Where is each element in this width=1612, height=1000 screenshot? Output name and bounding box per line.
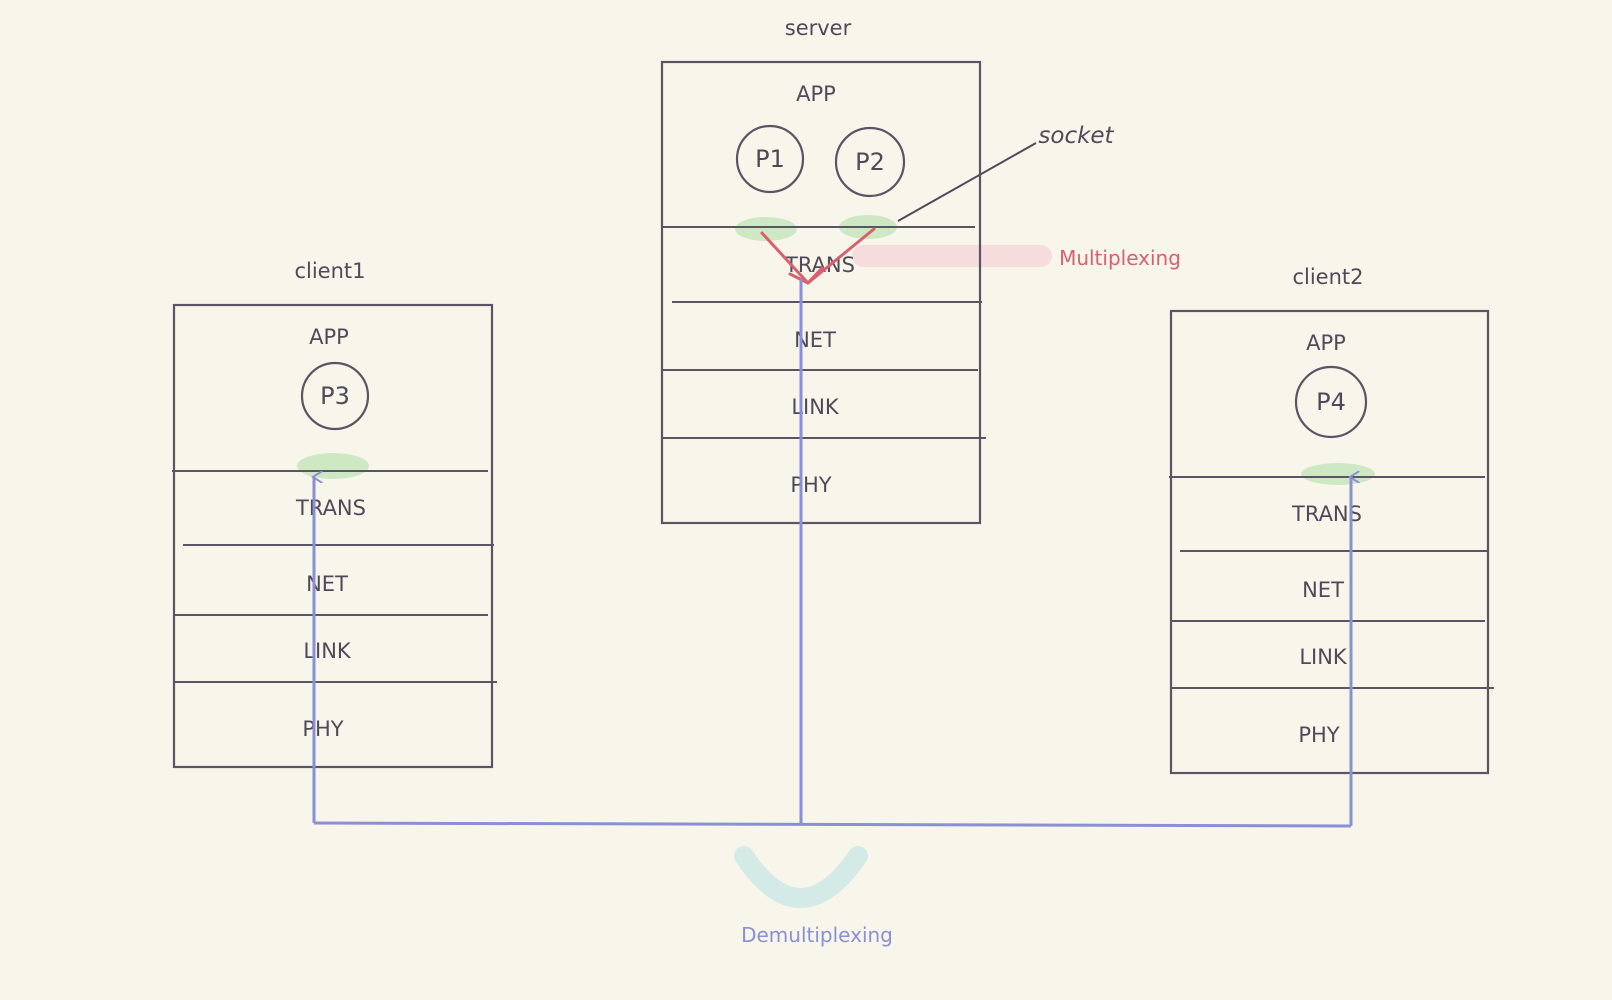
process-p2 [834, 126, 906, 198]
process-p1-label: P1 [755, 145, 785, 173]
socket-pointer-line [897, 142, 1037, 222]
process-p2-label: P2 [855, 148, 885, 176]
client1-phy-label: PHY [302, 717, 343, 741]
client1-link-label: LINK [303, 639, 352, 663]
client2-title: client2 [1292, 265, 1363, 289]
demultiplexing-arrows [314, 279, 1351, 828]
socket-highlight-p4 [1301, 463, 1375, 485]
client2-stack: client2 APP P4 TRANS NET LINK PHY [1169, 265, 1494, 775]
client2-net-label: NET [1302, 578, 1344, 602]
client1-trans-label: TRANS [295, 496, 366, 520]
client2-box [1169, 309, 1490, 775]
client2-link-label: LINK [1299, 645, 1348, 669]
demultiplexing-label: Demultiplexing [741, 923, 893, 947]
server-title: server [785, 16, 852, 40]
server-app-label: APP [796, 82, 836, 106]
process-p4-label: P4 [1316, 388, 1346, 416]
client1-stack: client1 APP P3 TRANS NET LINK PHY [172, 259, 497, 769]
multiplexing-arrow [760, 227, 876, 285]
socket-label: socket [1038, 123, 1114, 149]
client2-app-label: APP [1306, 331, 1346, 355]
client1-net-label: NET [306, 572, 348, 596]
client1-box [172, 303, 494, 769]
process-p3 [300, 361, 370, 431]
multiplexing-highlight [852, 245, 1052, 267]
process-p1 [735, 124, 805, 194]
client2-phy-label: PHY [1298, 723, 1339, 747]
server-phy-label: PHY [790, 473, 831, 497]
socket-highlight-p1 [735, 217, 797, 241]
socket-highlight-p3 [297, 453, 369, 479]
server-link-label: LINK [791, 395, 840, 419]
client1-app-label: APP [309, 325, 349, 349]
process-p4 [1294, 365, 1368, 439]
demultiplexing-highlight [734, 846, 868, 908]
multiplexing-label: Multiplexing [1059, 246, 1181, 270]
server-box [660, 60, 982, 525]
client1-title: client1 [294, 259, 365, 283]
process-p3-label: P3 [320, 382, 350, 410]
